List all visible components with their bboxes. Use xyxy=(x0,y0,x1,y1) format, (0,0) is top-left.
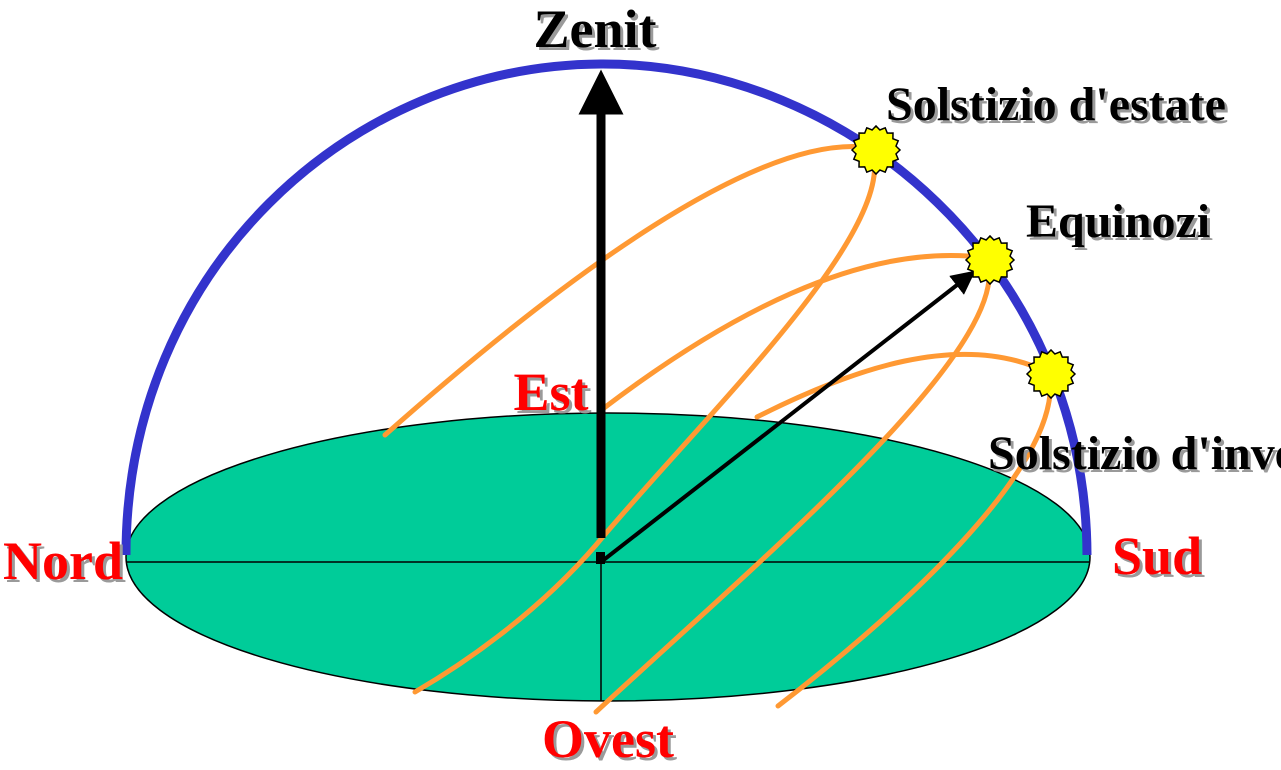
summer-solstice-path xyxy=(382,144,877,695)
label-shadows: Zenit Solstizio d'estate Equinozi Solsti… xyxy=(6,2,1281,770)
svg-text:Zenit: Zenit xyxy=(536,2,659,62)
summer-solstice-label: Solstizio d'estate xyxy=(886,78,1226,131)
svg-text:Solstizio d'inverno: Solstizio d'inverno xyxy=(991,430,1281,483)
sun-icon xyxy=(850,124,902,176)
zenith-label: Zenit xyxy=(533,0,656,59)
observer-point xyxy=(596,552,605,564)
winter-solstice-label: Solstizio d'inverno xyxy=(988,427,1281,480)
svg-text:Nord: Nord xyxy=(6,534,126,594)
sun-direction-vector xyxy=(599,270,976,564)
sky-dome-arc xyxy=(121,59,1092,556)
equinoxes-label: Equinozi xyxy=(1026,195,1210,248)
winter-solstice-path xyxy=(754,351,1053,709)
svg-text:Est: Est xyxy=(516,365,591,425)
east-label: Est xyxy=(513,362,588,422)
north-label: Nord xyxy=(3,531,123,591)
svg-text:Solstizio d'estate: Solstizio d'estate xyxy=(889,81,1229,134)
south-label: Sud xyxy=(1112,526,1202,586)
west-label: Ovest xyxy=(542,709,674,769)
svg-text:Sud: Sud xyxy=(1115,529,1205,589)
svg-text:Ovest: Ovest xyxy=(545,712,677,770)
sun-icon xyxy=(1025,348,1077,400)
equinox-path xyxy=(593,252,992,715)
svg-text:Equinozi: Equinozi xyxy=(1029,198,1213,251)
sun-icon xyxy=(964,234,1016,286)
